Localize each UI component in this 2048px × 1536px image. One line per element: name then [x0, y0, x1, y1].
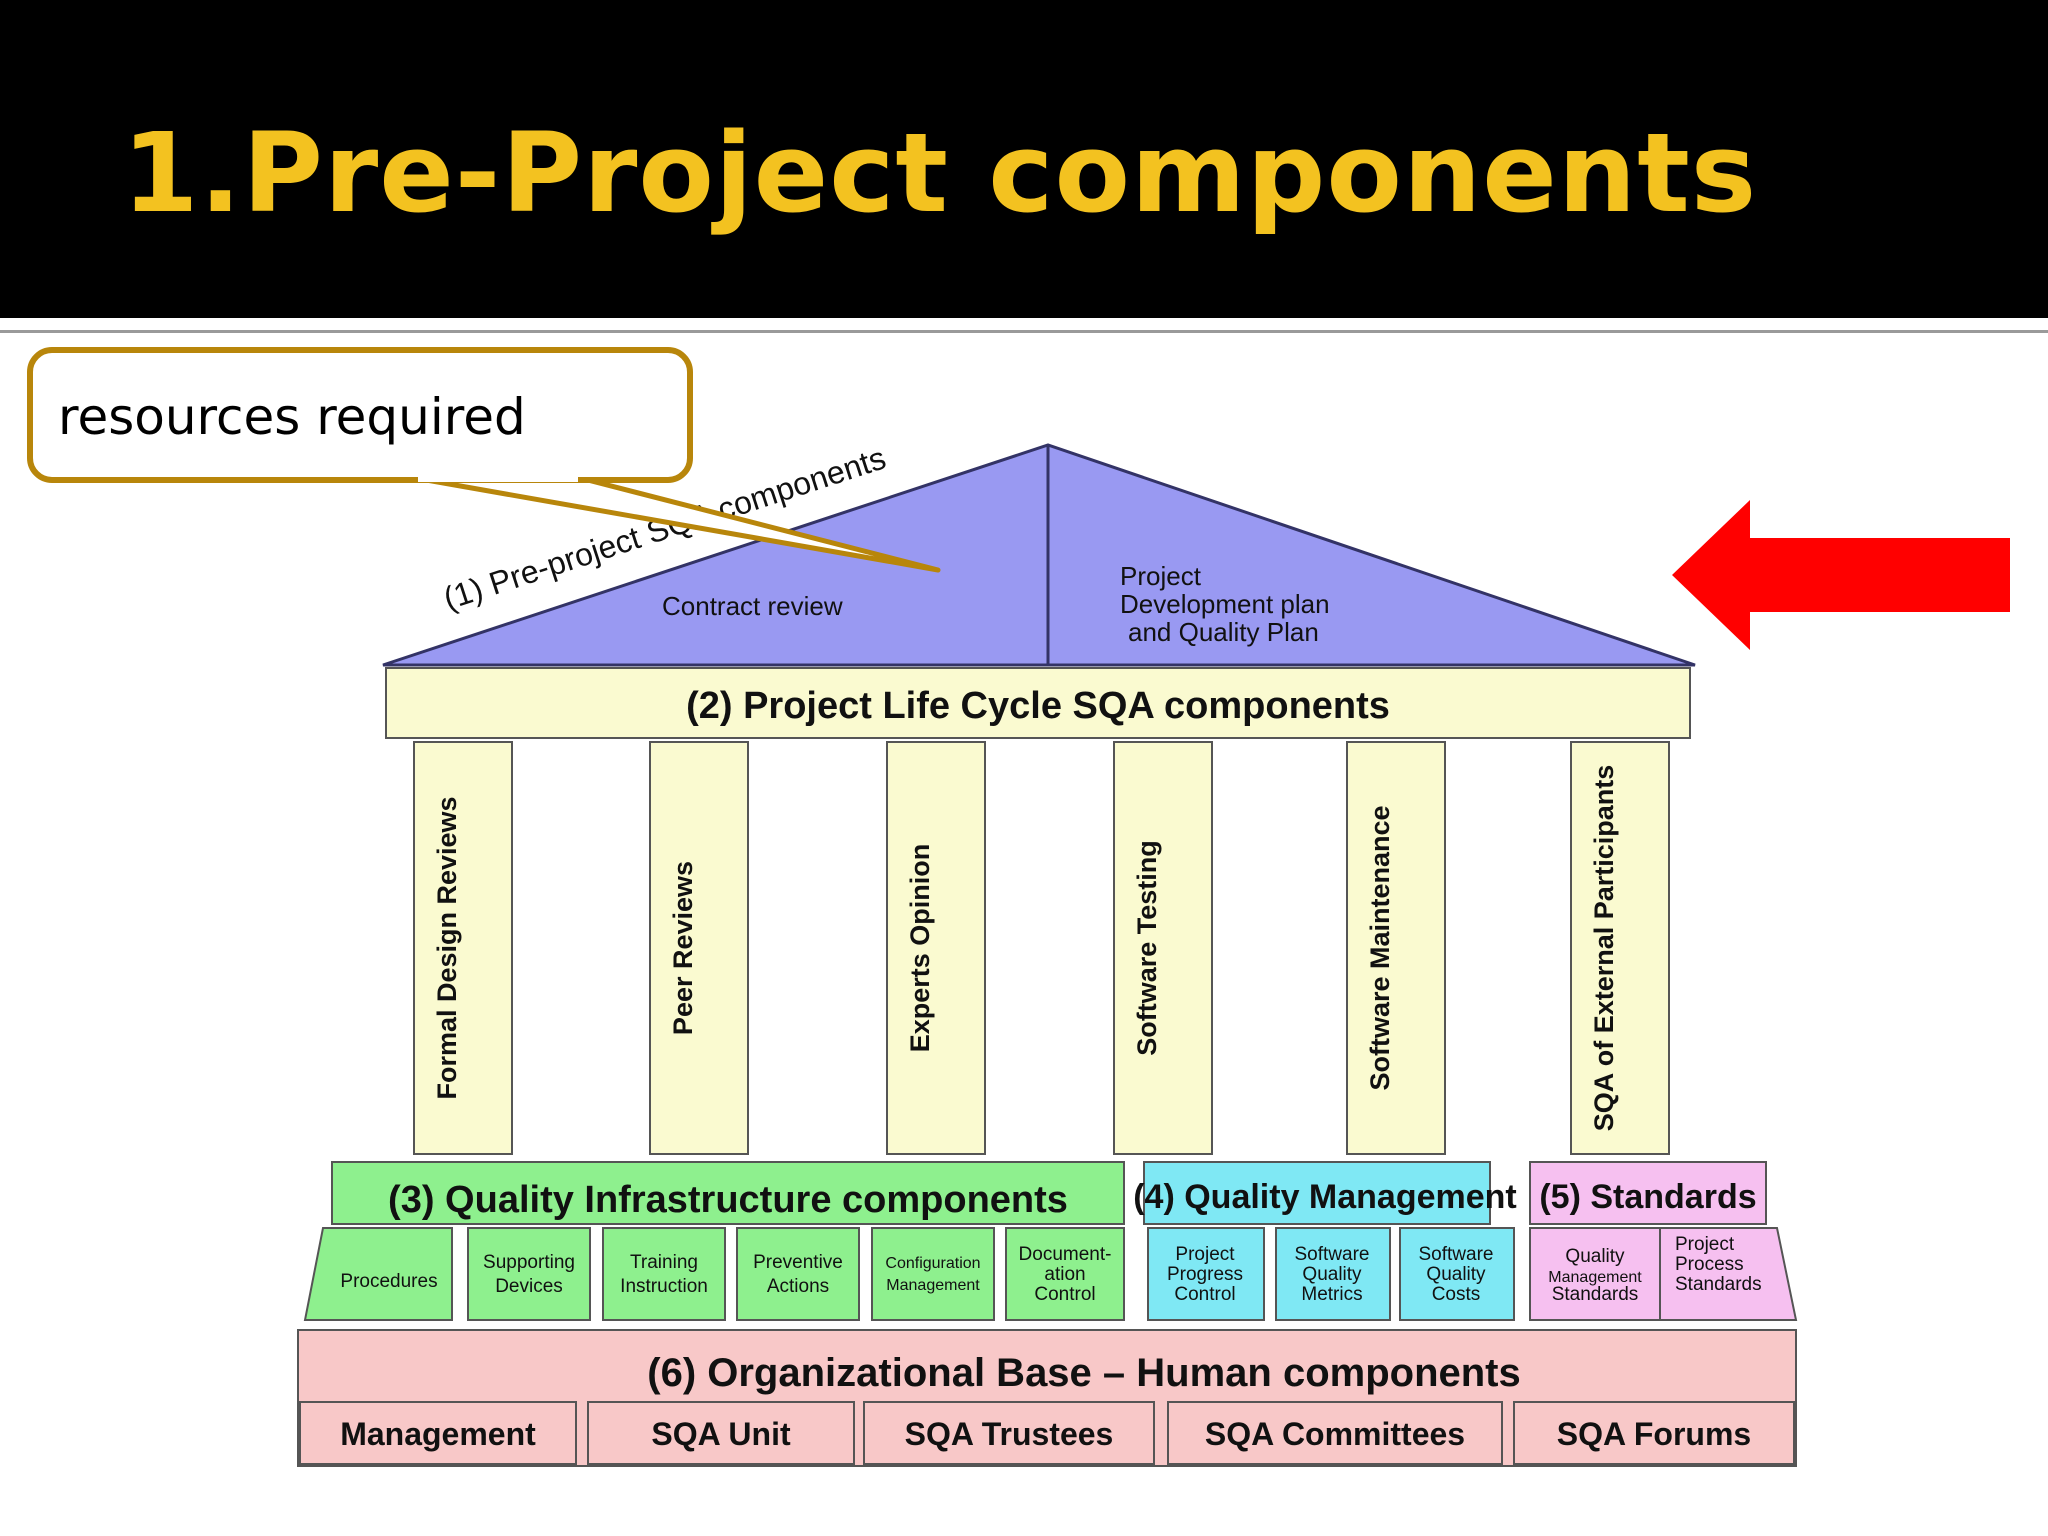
- infra-item-supporting-devices: [467, 1227, 591, 1321]
- infra-item-label: Configuration: [885, 1255, 980, 1272]
- lifecycle-beam: (2) Project Life Cycle SQA components: [385, 667, 1691, 739]
- left-arrow-icon: [1672, 500, 2010, 650]
- org-item-label: SQA Trustees: [905, 1416, 1114, 1452]
- title-bar: 1.Pre-Project components: [0, 0, 2048, 318]
- roof-right-line-3: and Quality Plan: [1128, 617, 1319, 647]
- pillar-label: Peer Reviews: [668, 861, 698, 1035]
- roof-right-line-1: Project: [1120, 561, 1202, 591]
- org-item-label: Management: [340, 1416, 536, 1452]
- callout-text: resources required: [58, 388, 526, 446]
- org-item-sqa-committees: [1167, 1401, 1503, 1465]
- infra-item-label: Management: [886, 1277, 980, 1294]
- org-item-label: SQA Committees: [1205, 1416, 1465, 1452]
- pillar-peer-reviews: [649, 741, 749, 1155]
- header-divider-line: [0, 330, 2048, 333]
- qm-item-label: Metrics: [1301, 1284, 1362, 1305]
- qm-item-quality-metrics: [1275, 1227, 1391, 1321]
- organizational-base-section: (6) Organizational Base – Human componen…: [297, 1329, 1797, 1467]
- infra-item-label: Actions: [767, 1276, 829, 1297]
- standards-item-label: Standards: [1552, 1284, 1639, 1305]
- infrastructure-header: [331, 1161, 1125, 1225]
- qm-item-label: Control: [1174, 1284, 1235, 1305]
- pillar-software-maintenance: [1346, 741, 1446, 1155]
- header-divider: [0, 322, 2048, 328]
- org-item-sqa-unit: [587, 1401, 855, 1465]
- infra-item-documentation-control: [1005, 1227, 1125, 1321]
- infra-item-label: Supporting: [483, 1252, 575, 1273]
- qm-item-label: Progress: [1167, 1264, 1243, 1285]
- pillar-label: Software Maintenance: [1365, 805, 1395, 1090]
- infra-item-configuration-management: [871, 1227, 995, 1321]
- standards-item-label: Management: [1548, 1269, 1642, 1286]
- qm-item-label: Software: [1295, 1244, 1370, 1265]
- infra-item-preventive-actions: [736, 1227, 860, 1321]
- infrastructure-section: (3) Quality Infrastructure components Pr…: [303, 1161, 1125, 1321]
- standards-item-project-process: [1659, 1227, 1798, 1321]
- infra-item-procedures: [303, 1227, 453, 1321]
- quality-management-section: (4) Quality Management Project Progress …: [1133, 1161, 1517, 1321]
- org-item-management: [299, 1401, 577, 1465]
- infra-item-label: Devices: [495, 1276, 563, 1297]
- standards-item-quality-management: [1529, 1227, 1661, 1321]
- organizational-base-label: (6) Organizational Base – Human componen…: [647, 1351, 1521, 1395]
- pillar-software-testing: [1113, 741, 1213, 1155]
- pillar-label: Software Testing: [1132, 840, 1162, 1056]
- roof-right-line-2: Development plan: [1120, 589, 1330, 619]
- infrastructure-label: (3) Quality Infrastructure components: [388, 1179, 1068, 1221]
- infra-item-label: Document-: [1019, 1244, 1112, 1265]
- pillar-label: SQA of External Participants: [1589, 765, 1619, 1132]
- org-item-label: SQA Forums: [1557, 1416, 1751, 1452]
- standards-label: (5) Standards: [1539, 1178, 1756, 1216]
- qm-item-progress-control: [1147, 1227, 1265, 1321]
- qm-item-label: Quality: [1426, 1264, 1486, 1285]
- standards-section: (5) Standards Quality Management Standar…: [1529, 1161, 1798, 1321]
- infra-item-label: Instruction: [620, 1276, 708, 1297]
- pillar-label: Formal Design Reviews: [432, 796, 462, 1099]
- org-item-label: SQA Unit: [651, 1416, 791, 1452]
- org-item-sqa-forums: [1513, 1401, 1795, 1465]
- pillar-formal-design-reviews: [413, 741, 513, 1155]
- infra-item-label: ation: [1044, 1264, 1085, 1285]
- infra-item-label: Procedures: [340, 1271, 437, 1292]
- quality-management-header: [1143, 1161, 1491, 1225]
- pillar-experts-opinion: [886, 741, 986, 1155]
- pillars: Formal Design Reviews Peer Reviews Exper…: [413, 741, 1670, 1155]
- standards-item-label: Project: [1675, 1234, 1735, 1255]
- infra-item-label: Training: [630, 1252, 698, 1273]
- pillar-sqa-external-participants: [1570, 741, 1670, 1155]
- qm-item-label: Quality: [1302, 1264, 1362, 1285]
- qm-item-label: Costs: [1432, 1284, 1481, 1305]
- qm-item-quality-costs: [1399, 1227, 1515, 1321]
- callout: resources required: [27, 347, 941, 573]
- lifecycle-label: (2) Project Life Cycle SQA components: [686, 685, 1390, 727]
- callout-pointer-mask: [418, 470, 578, 482]
- slide-title: 1.Pre-Project components: [122, 109, 1758, 237]
- qm-item-label: Project: [1175, 1244, 1235, 1265]
- roof-triangle: [382, 443, 1696, 667]
- roof-left-item: Contract review: [662, 591, 843, 621]
- lifecycle-beam-box: [385, 667, 1691, 739]
- standards-item-label: Quality: [1565, 1246, 1625, 1267]
- org-item-sqa-trustees: [863, 1401, 1155, 1465]
- pillar-label: Experts Opinion: [905, 844, 935, 1053]
- standards-item-label: Process: [1675, 1254, 1744, 1275]
- infra-item-label: Preventive: [753, 1252, 843, 1273]
- infra-item-training-instruction: [602, 1227, 726, 1321]
- quality-management-label: (4) Quality Management: [1133, 1178, 1517, 1216]
- infra-item-label: Control: [1034, 1284, 1095, 1305]
- standards-item-label: Standards: [1675, 1274, 1762, 1295]
- qm-item-label: Software: [1419, 1244, 1494, 1265]
- callout-box: [27, 347, 693, 483]
- standards-header: [1529, 1161, 1767, 1225]
